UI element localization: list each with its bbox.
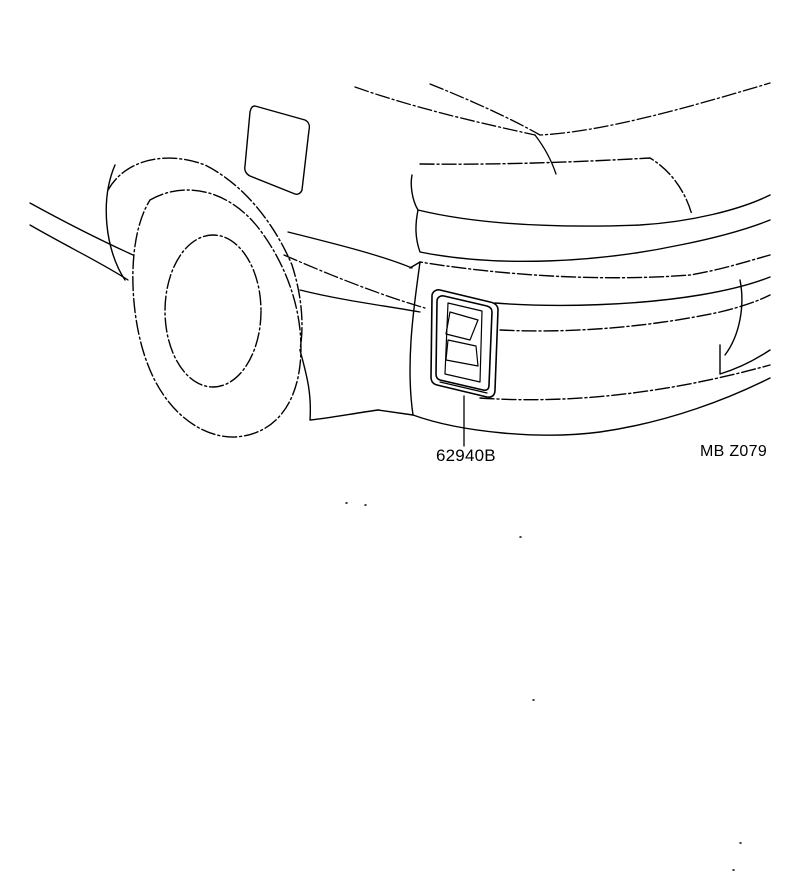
rear-wheel xyxy=(105,157,379,438)
roof-outline xyxy=(354,82,771,175)
part-number-label: 62940B xyxy=(436,446,496,465)
scan-specks xyxy=(345,502,742,871)
rear-bumper xyxy=(377,157,771,436)
body-side-lines xyxy=(29,202,426,313)
fuel-filler-door xyxy=(244,105,311,195)
access-grommet xyxy=(430,289,499,398)
reference-code-label: MB Z079 xyxy=(700,443,768,460)
